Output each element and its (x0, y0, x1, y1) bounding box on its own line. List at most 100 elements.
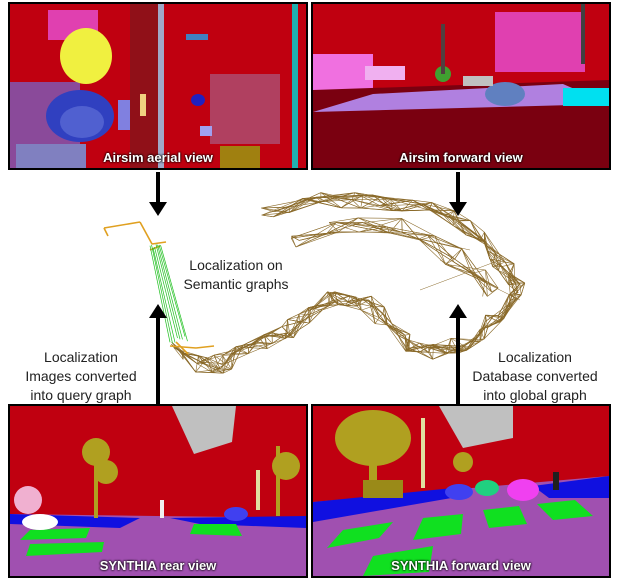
graph-edge (349, 295, 358, 307)
match-line (158, 244, 186, 337)
graph-edge (348, 299, 363, 302)
graph-edge (308, 305, 330, 308)
graph-edge (320, 192, 352, 200)
graph-edge (508, 294, 511, 301)
graph-edge (309, 305, 330, 315)
graph-edge (299, 313, 310, 315)
graph-edge (439, 259, 521, 301)
graph-edge (408, 334, 411, 351)
graph-edge (281, 319, 288, 327)
graph-edge (419, 239, 446, 265)
graph-edge (471, 269, 486, 274)
graph-edge (222, 344, 244, 356)
graph-edge (222, 355, 232, 370)
graph-edge (498, 264, 501, 271)
graph-edge (444, 210, 455, 216)
graph-edge (387, 324, 409, 341)
graph-edge (361, 306, 373, 311)
graph-edge (383, 306, 388, 326)
graph-edge (514, 282, 526, 295)
graph-edge (412, 199, 433, 203)
graph-edge (401, 202, 433, 212)
graph-edge (248, 341, 257, 348)
query-edge (103, 221, 141, 229)
graph-edge (334, 291, 339, 305)
match-line (149, 245, 171, 343)
match-line (154, 247, 178, 339)
graph-edge (405, 344, 432, 352)
graph-edge (485, 314, 504, 319)
graph-edge (351, 223, 388, 228)
graph-edge (195, 357, 208, 373)
graph-edge (261, 206, 289, 209)
graph-edge (348, 295, 372, 302)
match-line (152, 247, 176, 343)
graph-edge (272, 332, 288, 344)
graph-edge (198, 355, 221, 370)
graph-edge (408, 334, 411, 341)
graph-edge (359, 218, 402, 233)
graph-edge (316, 192, 355, 198)
graph-edge (508, 283, 520, 285)
graph-edge (329, 293, 336, 303)
graph-edge (448, 210, 455, 217)
graph-edge (463, 345, 470, 349)
graph-edge (457, 219, 471, 221)
left-label-line-3: into query graph (30, 387, 132, 403)
graph-edge (308, 314, 310, 324)
graph-edge (309, 291, 328, 315)
graph-edge (222, 363, 226, 374)
graph-edge (480, 331, 485, 340)
left-label: Localization Images converted into query… (14, 348, 148, 405)
graph-edge (445, 264, 486, 271)
graph-edge (431, 202, 454, 226)
graph-edge (231, 344, 244, 370)
synthia-forward-view-panel: SYNTHIA forward view (311, 404, 611, 578)
graph-edge (316, 196, 342, 209)
graph-edge (345, 300, 361, 306)
graph-edge (499, 254, 515, 265)
graph-edge (419, 342, 429, 353)
synthia-forward-segmentation-image (313, 406, 609, 576)
graph-edge (390, 199, 413, 201)
graph-edge (173, 347, 184, 360)
aerial-segmentation-image (10, 4, 306, 168)
query-edge (175, 341, 189, 355)
graph-edge (448, 216, 467, 236)
graph-edge (295, 222, 337, 248)
graph-edge (199, 355, 223, 363)
graph-edge (222, 355, 224, 374)
graph-edge (360, 195, 364, 209)
graph-edge (379, 229, 471, 251)
graph-edge (485, 269, 499, 289)
graph-edge (456, 220, 467, 235)
graph-edge (419, 342, 429, 348)
graph-edge (289, 196, 334, 213)
graph-edge (359, 231, 390, 234)
graph-edge (348, 301, 373, 307)
graph-edge (271, 332, 286, 339)
graph-edge (418, 238, 455, 260)
graph-edge (299, 309, 323, 323)
graph-edge (401, 209, 430, 212)
graph-edge (495, 252, 500, 255)
graph-edge (483, 318, 505, 340)
graph-edge (243, 337, 260, 346)
global-semantic-graph (171, 192, 526, 374)
graph-edge (499, 254, 506, 263)
graph-edge (457, 341, 481, 352)
query-edge (139, 221, 153, 245)
graph-edge (378, 313, 384, 318)
graph-edge (486, 250, 499, 271)
query-edge (169, 345, 197, 349)
graph-edge (231, 350, 236, 370)
graph-edge (287, 319, 291, 336)
graph-edge (405, 351, 429, 353)
graph-edge (508, 293, 516, 308)
graph-edge (351, 218, 402, 225)
graph-edge (358, 217, 402, 219)
graph-edge (445, 248, 463, 265)
graph-edge (448, 338, 452, 354)
arrow-synfwd-to-global (449, 304, 467, 404)
